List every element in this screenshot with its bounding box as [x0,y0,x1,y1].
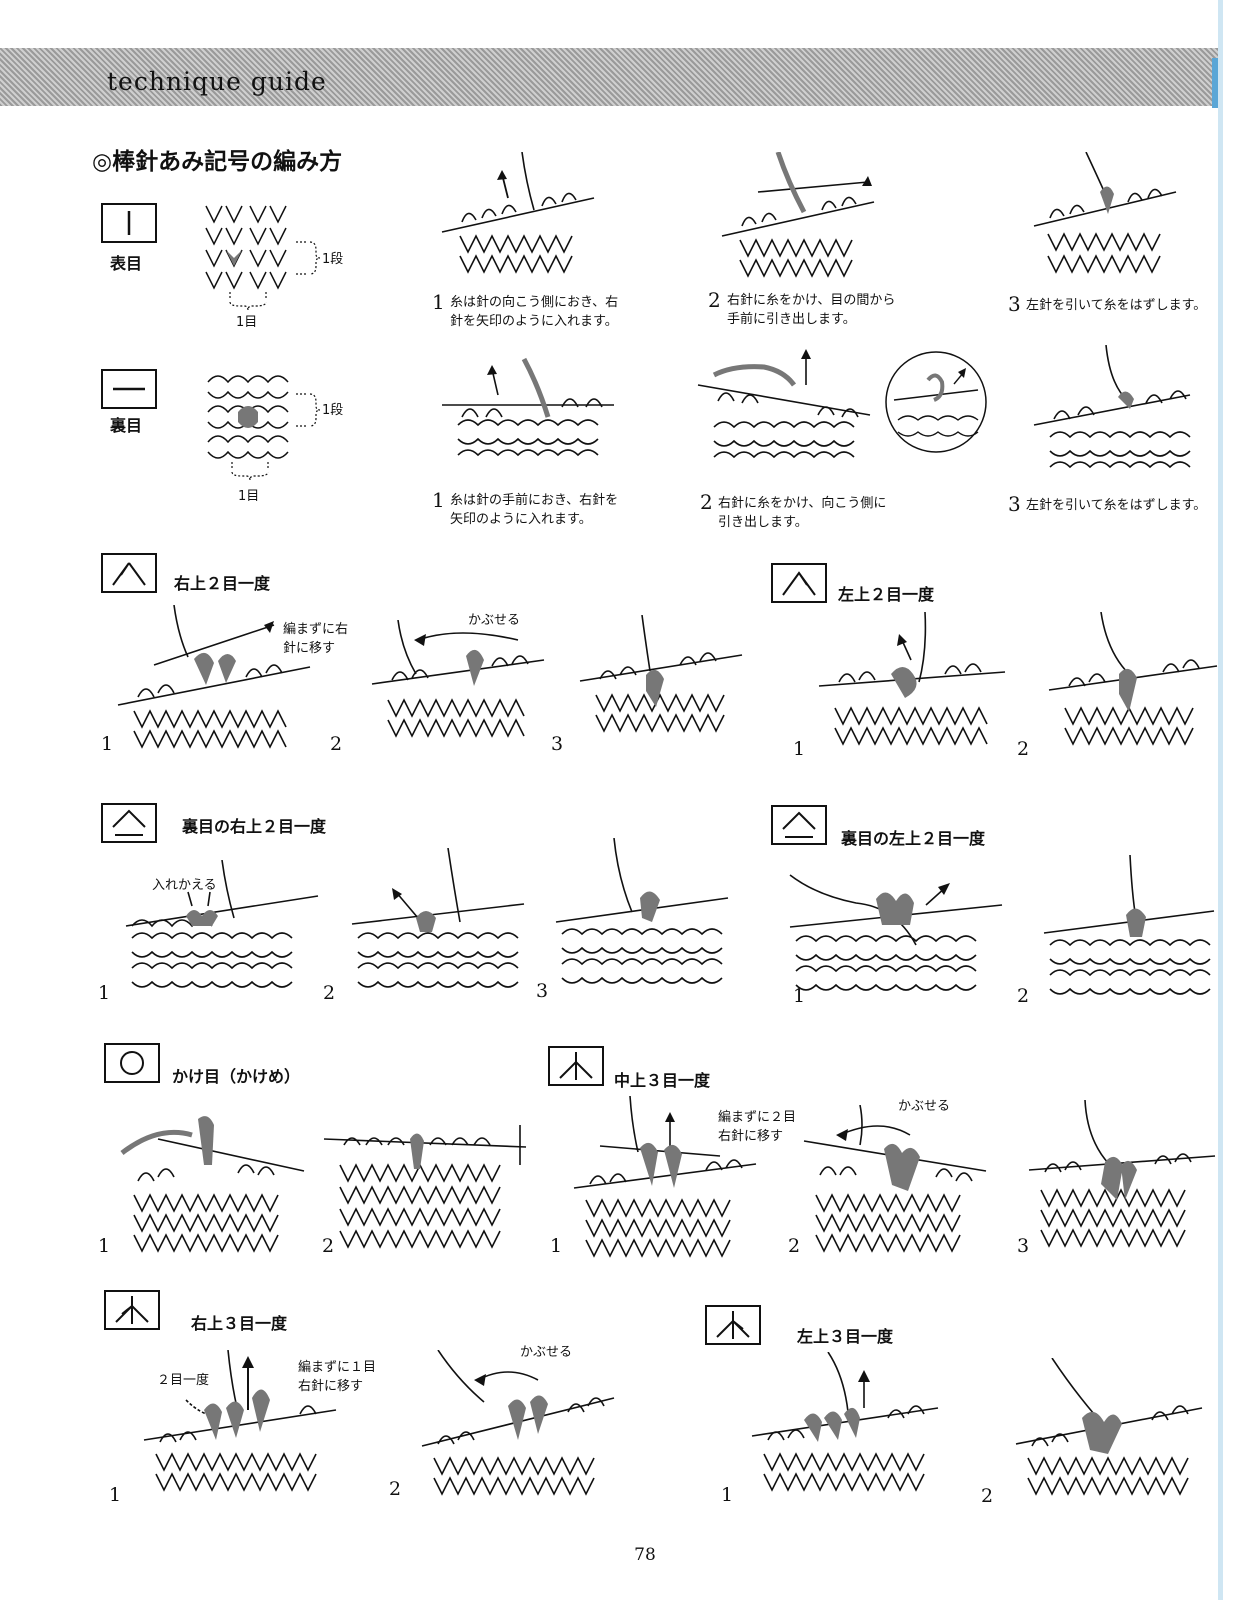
ssk-symbol-box [101,553,157,593]
k3tog-symbol-box [705,1305,761,1345]
purl-k2tog-step-1-illustration [786,855,1006,1003]
yo-step-1-number: 1 [98,1235,110,1257]
purl-k2tog-step-1-number: 1 [793,985,805,1007]
purl-step-2-number: 2 [700,490,713,514]
knit-step-1-text: 糸は針の向こう側におき、右針を矢印のように入れます。 [450,293,625,331]
purl-ssk-step-1-number: 1 [98,982,110,1004]
ssk-step-2-illustration [368,620,548,750]
purl-step-3-illustration [1030,345,1195,475]
yo-label: かけ目（かけめ） [172,1063,300,1087]
purl-ssk-step-3-illustration [552,838,732,1000]
purl-step-3-number: 3 [1008,492,1021,516]
sk2p-step-1-number: 1 [109,1484,121,1506]
yo-step-2-number: 2 [322,1235,334,1257]
sk2p-step-2-number: 2 [389,1478,401,1500]
purl-k2tog-step-2-number: 2 [1017,985,1029,1007]
purl-fabric-diagram [204,368,294,460]
knit-step-1-illustration [438,152,598,282]
k2tog-step-2-illustration [1045,612,1220,757]
purl-row-label: 1段 [322,401,343,420]
knit-stitch-label: 1目 [236,313,257,332]
knit-step-2-text: 右針に糸をかけ、目の間から手前に引き出します。 [727,291,897,329]
ssk-step-3-illustration [576,615,746,750]
purl-step-1-text: 糸は針の手前におき、右針を矢印のように入れます。 [450,491,625,529]
knit-stitch-bracket [226,292,270,312]
purl-stitch-label: 1目 [238,487,259,506]
cdd-step-1-number: 1 [550,1235,562,1257]
purl-symbol-box [101,369,157,409]
purl-step-2-illustration [694,345,874,475]
purl-step-2-text: 右針に糸をかけ、向こう側に引き出します。 [718,494,888,532]
section-title: ◎棒針あみ記号の編み方 [92,142,342,176]
page-edge-rule [1218,0,1223,1600]
cdd-step-2-illustration [800,1105,990,1258]
cdd-step-1-illustration [570,1096,760,1258]
knit-step-1-number: 1 [432,290,445,314]
yo-step-1-illustration [118,1105,308,1257]
purl-ssk-step-3-number: 3 [536,980,548,1002]
cdd-step-3-number: 3 [1017,1235,1029,1257]
purl-ssk-step-2-illustration [348,848,528,1000]
k2tog-step-1-illustration [815,612,1010,757]
k3tog-step-1-illustration [748,1352,943,1502]
yo-step-2-illustration [320,1125,530,1257]
knit-fabric-diagram [198,198,294,290]
header-title: technique guide [107,67,327,96]
sk2p-step-2-illustration [418,1350,618,1502]
knit-symbol-box [101,203,157,243]
purl-ssk-label: 裏目の右上２目一度 [182,813,326,837]
purl-k2tog-step-2-illustration [1040,855,1218,1003]
sk2p-step-1-illustration [140,1350,340,1502]
purl-step-1-number: 1 [432,488,445,512]
cdd-step-3-illustration [1025,1100,1220,1258]
purl-row-bracket [296,390,320,430]
purl-k2tog-label: 裏目の左上２目一度 [841,825,985,849]
k3tog-step-2-number: 2 [981,1485,993,1507]
ssk-step-2-number: 2 [330,733,342,755]
k2tog-step-2-number: 2 [1017,738,1029,760]
page-number: 78 [620,1545,670,1565]
knit-step-2-number: 2 [708,288,721,312]
ssk-step-1-illustration [114,605,314,753]
purl-label: 裏目 [110,412,142,436]
knit-step-2-illustration [718,152,878,282]
k3tog-step-1-number: 1 [721,1484,733,1506]
cdd-step-2-number: 2 [788,1235,800,1257]
knit-step-3-number: 3 [1008,292,1021,316]
purl-ssk-symbol-box [101,803,157,843]
purl-ssk-step-2-number: 2 [323,982,335,1004]
purl-ssk-step-1-illustration [122,860,322,1000]
purl-stitch-bracket [228,462,272,484]
knit-row-bracket [296,238,320,278]
ssk-step-1-number: 1 [101,733,113,755]
sk2p-symbol-box [104,1290,160,1330]
ssk-label: 右上２目一度 [174,570,270,594]
purl-step-1-illustration [438,355,618,475]
k2tog-label: 左上２目一度 [838,581,934,605]
knit-label: 表目 [110,250,142,274]
ssk-step-3-number: 3 [551,733,563,755]
k3tog-step-2-illustration [1012,1358,1207,1502]
knit-step-3-text: 左針を引いて糸をはずします。 [1026,296,1211,315]
purl-k2tog-symbol-box [771,805,827,845]
yo-symbol-box [104,1043,160,1083]
k3tog-label: 左上３目一度 [797,1323,893,1347]
knit-row-label: 1段 [322,250,343,269]
cdd-label: 中上３目一度 [614,1067,710,1091]
k2tog-step-1-number: 1 [793,738,805,760]
sk2p-label: 右上３目一度 [191,1310,287,1334]
knit-step-3-illustration [1030,152,1180,282]
purl-step-3-text: 左針を引いて糸をはずします。 [1026,496,1211,515]
purl-step-2-detail-circle [884,350,988,454]
cdd-symbol-box [548,1046,604,1086]
k2tog-symbol-box [771,563,827,603]
